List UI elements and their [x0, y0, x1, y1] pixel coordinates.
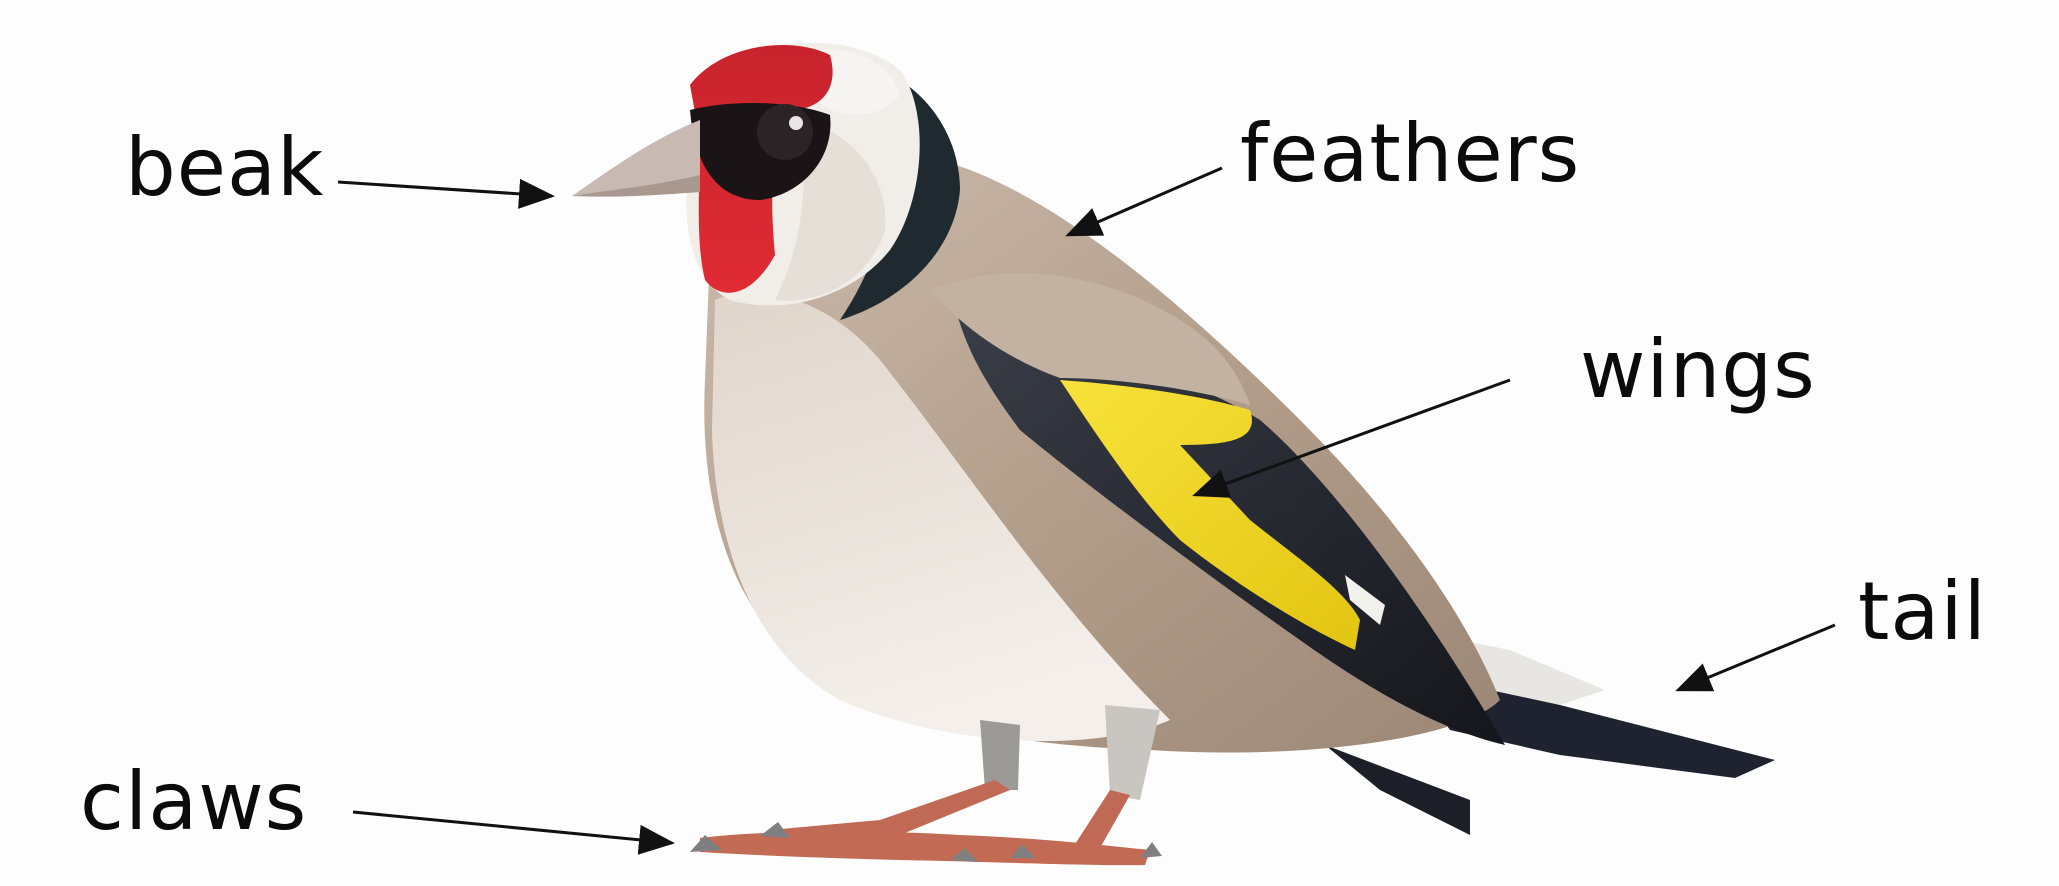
eye [757, 104, 813, 160]
label-feathers: feathers [1240, 114, 1580, 194]
thigh-right [1105, 705, 1160, 800]
label-wings: wings [1580, 330, 1816, 410]
arrow-beak [338, 182, 552, 196]
thigh-left [980, 720, 1020, 790]
label-beak: beak [125, 128, 324, 208]
label-tail: tail [1858, 572, 1987, 652]
leg-right [1070, 790, 1130, 852]
arrow-claws [353, 812, 672, 843]
label-claws: claws [80, 762, 307, 842]
eye-highlight [789, 116, 803, 130]
arrow-feathers [1068, 168, 1222, 235]
tail-lower-feather [1325, 745, 1470, 835]
arrow-tail [1678, 625, 1835, 690]
